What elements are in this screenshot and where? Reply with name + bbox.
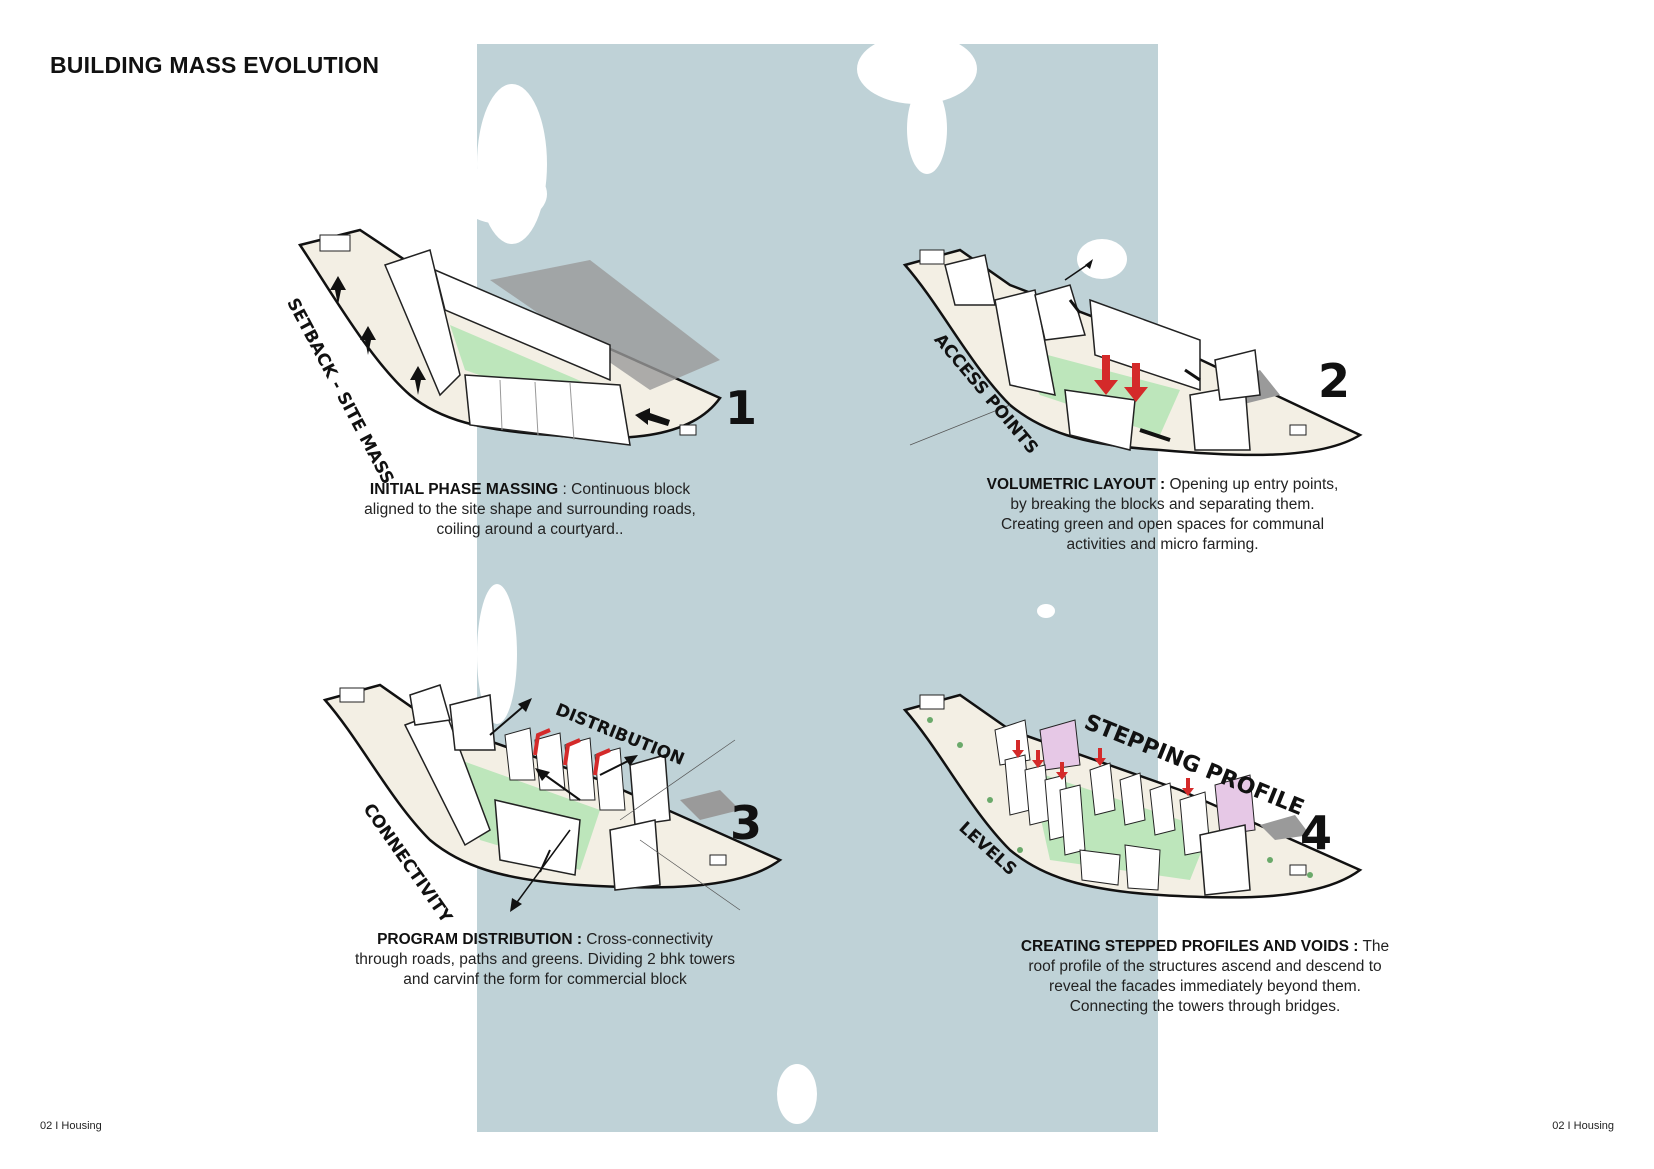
footer-right: 02 I Housing	[1552, 1120, 1614, 1132]
footer-left: 02 I Housing	[40, 1120, 102, 1132]
caption-heading: VOLUMETRIC LAYOUT :	[987, 476, 1166, 493]
caption-4: CREATING STEPPED PROFILES AND VOIDS : Th…	[1020, 937, 1390, 1017]
step-number-3: 3	[730, 800, 762, 846]
caption-3: PROGRAM DISTRIBUTION : Cross-connectivit…	[355, 930, 735, 990]
caption-2: VOLUMETRIC LAYOUT : Opening up entry poi…	[985, 475, 1340, 555]
caption-heading: PROGRAM DISTRIBUTION :	[377, 931, 582, 948]
caption-1: INITIAL PHASE MASSING : Continuous block…	[345, 480, 715, 540]
caption-heading: INITIAL PHASE MASSING	[370, 481, 558, 498]
brush-splash	[1037, 604, 1055, 618]
page-title: BUILDING MASS EVOLUTION	[50, 52, 379, 79]
step-number-4: 4	[1300, 810, 1332, 856]
step-number-2: 2	[1318, 358, 1350, 404]
caption-heading: CREATING STEPPED PROFILES AND VOIDS :	[1021, 938, 1359, 955]
step-number-1: 1	[725, 385, 757, 431]
brush-splash	[907, 84, 947, 174]
brush-splash	[777, 1064, 817, 1124]
